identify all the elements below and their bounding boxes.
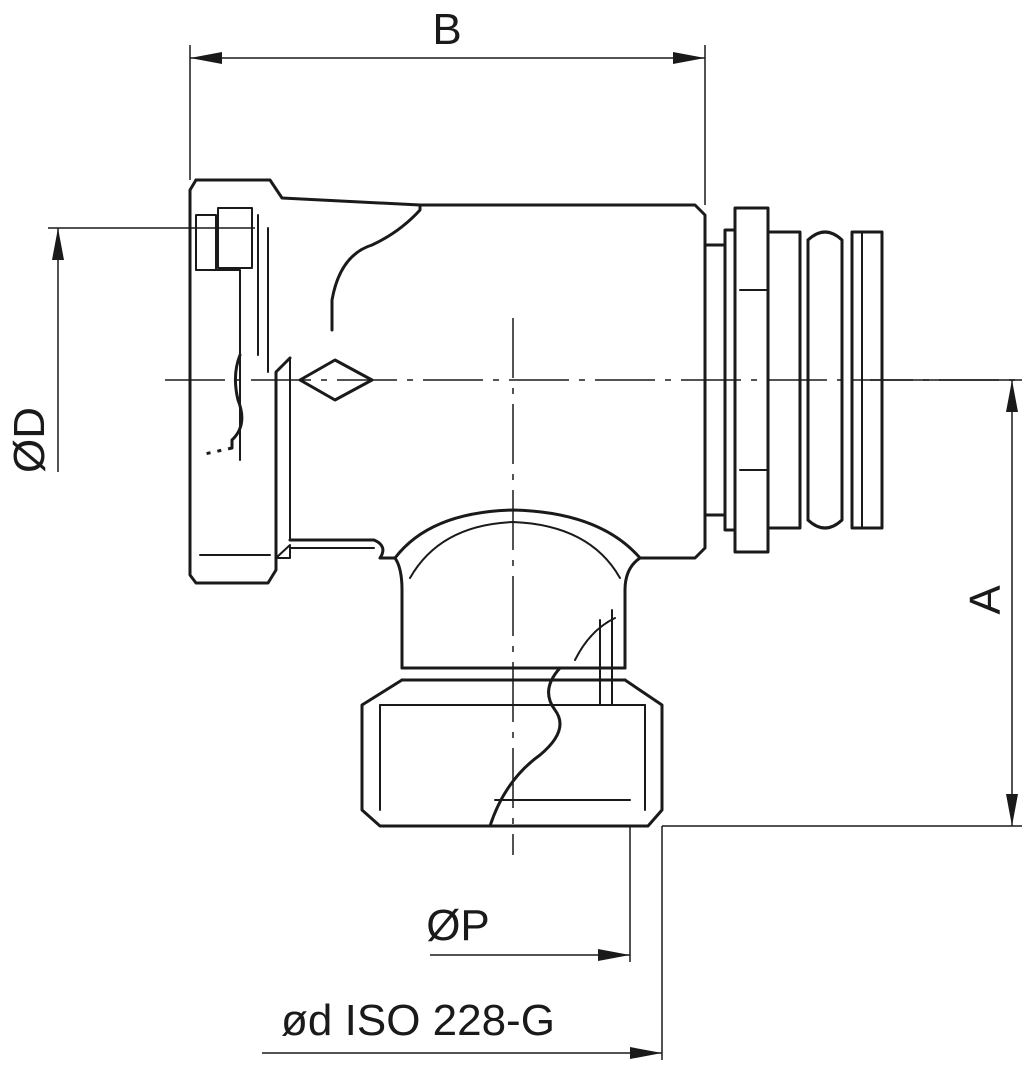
label-diameter-d: ØD [5,407,54,473]
left-nut [188,178,422,585]
label-thread-spec: ød ISO 228-G [281,996,555,1045]
dimension-a [662,379,1022,827]
dimension-thread [262,826,663,1060]
label-b: B [432,5,461,54]
label-diameter-p: ØP [426,901,490,950]
label-a: A [961,585,1010,615]
dimension-d [48,227,255,472]
centerlines [165,318,1020,855]
bottom-branch [360,556,664,828]
main-body [275,203,707,579]
dimension-b [189,45,706,205]
dimension-p [430,826,631,962]
right-connector [703,206,884,554]
